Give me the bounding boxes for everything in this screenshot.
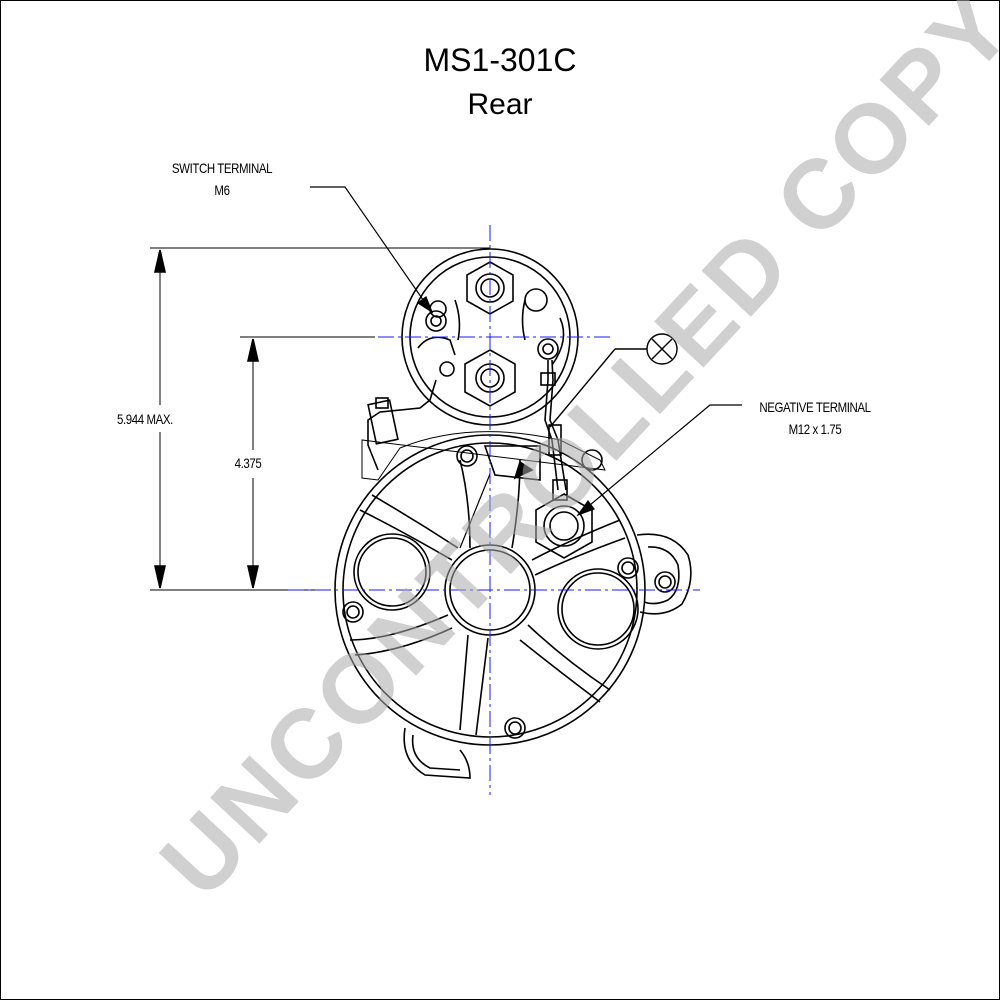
motor-nut	[464, 349, 516, 407]
marker-symbol	[549, 333, 678, 428]
window-left	[353, 533, 431, 611]
window-right	[557, 568, 639, 650]
center-height-dimension: 4.375	[234, 455, 262, 471]
model-title: MS1-301C	[423, 42, 577, 78]
dim-arrow-bottom	[153, 565, 167, 589]
negative-terminal-leader	[583, 404, 742, 511]
switch-terminal-thread: M6	[214, 182, 230, 198]
negative-terminal-label: NEGATIVE TERMINAL M12 x 1.75	[741, 396, 889, 440]
switch-terminal-label: SWITCH TERMINAL M6	[156, 157, 287, 201]
centerlines	[288, 225, 700, 795]
view-title: Rear	[467, 88, 533, 121]
bracket	[367, 379, 437, 471]
mount-ear-bottom	[403, 727, 471, 779]
negative-terminal-name: NEGATIVE TERMINAL	[759, 399, 871, 415]
switch-terminal-name: SWITCH TERMINAL	[171, 160, 273, 176]
switch-terminal-leader	[310, 186, 429, 308]
dim-arrow-top-2	[246, 338, 260, 362]
dim-arrow-bottom-2	[246, 565, 260, 589]
mount-ear-right	[636, 533, 692, 615]
negative-terminal-thread: M12 x 1.75	[788, 421, 842, 437]
max-height-dimension: 5.944 MAX.	[117, 411, 173, 427]
dim-arrow-top	[153, 249, 167, 273]
